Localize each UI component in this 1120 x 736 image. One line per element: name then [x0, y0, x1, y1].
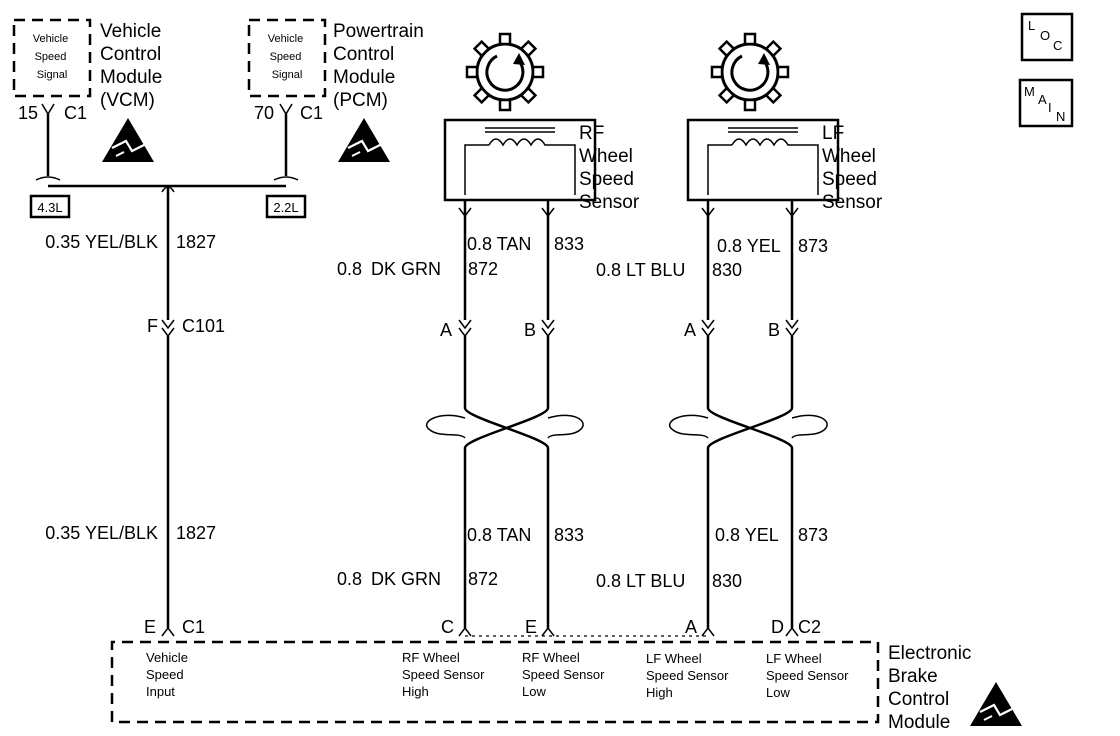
pcm-signal-box — [247, 18, 327, 98]
rf-low-wire-lower — [463, 336, 550, 628]
rf-sensor-name: RF Wheel Speed Sensor — [579, 123, 640, 213]
ebcm-input-lf-high: LF Wheel Speed Sensor High — [646, 651, 732, 700]
rf-twisted-pair-icon — [425, 414, 466, 439]
rf-low-wire-circuit-upper: 833 — [554, 234, 584, 254]
vcm-connector-id: C1 — [64, 103, 87, 123]
speed-wire-color-lower: 0.35 YEL/BLK — [45, 523, 158, 543]
ebcm-pin-lf-low: D — [771, 617, 784, 637]
lf-high-wire-circuit-lower: 830 — [712, 571, 742, 591]
lf-connector-pin-a: A — [684, 320, 696, 340]
vcm-pin-number: 15 — [18, 103, 38, 123]
rf-sensor-coil — [443, 118, 597, 202]
lf-twisted-pair-icon — [668, 414, 709, 439]
ebcm-input-vehicle-speed: Vehicle Speed Input — [146, 650, 192, 699]
ebcm-input-lf-low: LF Wheel Speed Sensor Low — [766, 651, 852, 700]
rf-connector-pin-b: B — [524, 320, 536, 340]
speed-wire-labels: 0.35 YEL/BLK 1827 F C101 0.35 YEL/BLK 18… — [45, 232, 225, 628]
esd-sensitive-icon — [336, 116, 392, 164]
inline-connector-id: C101 — [182, 316, 225, 336]
pcm-module-name: Powertrain Control Module (PCM) — [333, 21, 429, 111]
rf-wheel-speed-sensor: RF Wheel Speed Sensor 0.8 TAN 833 0.8 DK… — [337, 32, 640, 628]
rf-high-wire-label-upper: 0.8 DK GRN — [337, 259, 441, 279]
vcm-section: Vehicle Speed Signal Vehicle Control Mod… — [12, 18, 168, 176]
ebcm-pin-lf-high: A — [685, 617, 697, 637]
lf-connector-pin-b: B — [768, 320, 780, 340]
rf-high-wire-circuit-lower: 872 — [468, 569, 498, 589]
wheel-tone-ring-icon — [710, 32, 790, 112]
lf-high-wire-circuit-upper: 830 — [712, 260, 742, 280]
main-button-label[interactable]: M A I N — [1024, 84, 1065, 124]
rf-low-wire-label-lower: 0.8 TAN — [467, 525, 531, 545]
engine-option-4-3l — [29, 194, 71, 219]
ebcm-connector-c2: C2 — [798, 617, 821, 637]
speed-wire-color-upper: 0.35 YEL/BLK — [45, 232, 158, 252]
main-button-icon[interactable] — [1018, 78, 1074, 128]
lf-wheel-speed-sensor: LF Wheel Speed Sensor 0.8 YEL 873 0.8 LT… — [596, 32, 883, 628]
pcm-pin-number: 70 — [254, 103, 274, 123]
wheel-tone-ring-icon — [465, 32, 545, 112]
engine-option-2-2l-label: 2.2L — [273, 200, 298, 215]
main-button[interactable]: M A I N — [1018, 78, 1074, 128]
speed-signal-splice: 4.3L 2.2L — [29, 176, 307, 320]
ebcm-pin-vehicle-speed: E — [144, 617, 156, 637]
ebcm-pin-rf-high: C — [441, 617, 454, 637]
lf-sensor-coil — [686, 118, 840, 202]
ebcm-connector-c1: C1 — [182, 617, 205, 637]
ebcm-pin-rf-low: E — [525, 617, 537, 637]
ebcm-input-rf-low: RF Wheel Speed Sensor Low — [522, 650, 608, 699]
pcm-section: Vehicle Speed Signal Powertrain Control … — [247, 18, 429, 176]
vcm-signal-label: Vehicle Speed Signal — [33, 33, 72, 81]
lf-low-wire-circuit-upper: 873 — [798, 236, 828, 256]
inline-connector-symbol — [161, 319, 175, 338]
esd-sensitive-icon — [968, 680, 1024, 728]
engine-option-2-2l — [265, 194, 307, 219]
lf-high-wire-label-upper: 0.8 LT BLU — [596, 260, 685, 280]
ebcm-outline — [110, 640, 880, 724]
speed-wire-circuit-upper: 1827 — [176, 232, 216, 252]
ebcm-pin-terminals — [161, 626, 799, 637]
rf-high-wire-circuit-upper: 872 — [468, 259, 498, 279]
speed-wire-circuit-lower: 1827 — [176, 523, 216, 543]
pcm-signal-label: Vehicle Speed Signal — [268, 33, 307, 81]
ebcm-input-rf-high: RF Wheel Speed Sensor High — [402, 650, 488, 699]
rf-low-wire-circuit-lower: 833 — [554, 525, 584, 545]
lf-high-wire-label-lower: 0.8 LT BLU — [596, 571, 685, 591]
vcm-signal-box — [12, 18, 92, 98]
loc-button-icon[interactable] — [1020, 12, 1074, 62]
lf-sensor-name: LF Wheel Speed Sensor — [822, 123, 883, 213]
inline-connector-pin: F — [147, 316, 158, 336]
lf-low-wire-lower — [706, 336, 794, 628]
lf-low-wire-label-lower: 0.8 YEL — [715, 525, 779, 545]
engine-option-4-3l-label: 4.3L — [37, 200, 62, 215]
rf-high-wire-label-lower: 0.8 DK GRN — [337, 569, 441, 589]
ebcm-module: E C1 C E A D C2 Vehicle Speed Input RF W… — [110, 617, 1024, 733]
rf-connector-pin-a: A — [440, 320, 452, 340]
vcm-module-name: Vehicle Control Module (VCM) — [100, 21, 168, 111]
rf-low-wire-label-upper: 0.8 TAN — [467, 234, 531, 254]
lf-low-wire-label-upper: 0.8 YEL — [717, 236, 781, 256]
ebcm-module-name: Electronic Brake Control Module — [888, 643, 977, 733]
loc-button-label[interactable]: L O C — [1028, 18, 1062, 53]
pcm-connector-id: C1 — [300, 103, 323, 123]
lf-low-wire-circuit-lower: 873 — [798, 525, 828, 545]
loc-button[interactable]: L O C — [1020, 12, 1074, 62]
esd-sensitive-icon — [100, 116, 156, 164]
